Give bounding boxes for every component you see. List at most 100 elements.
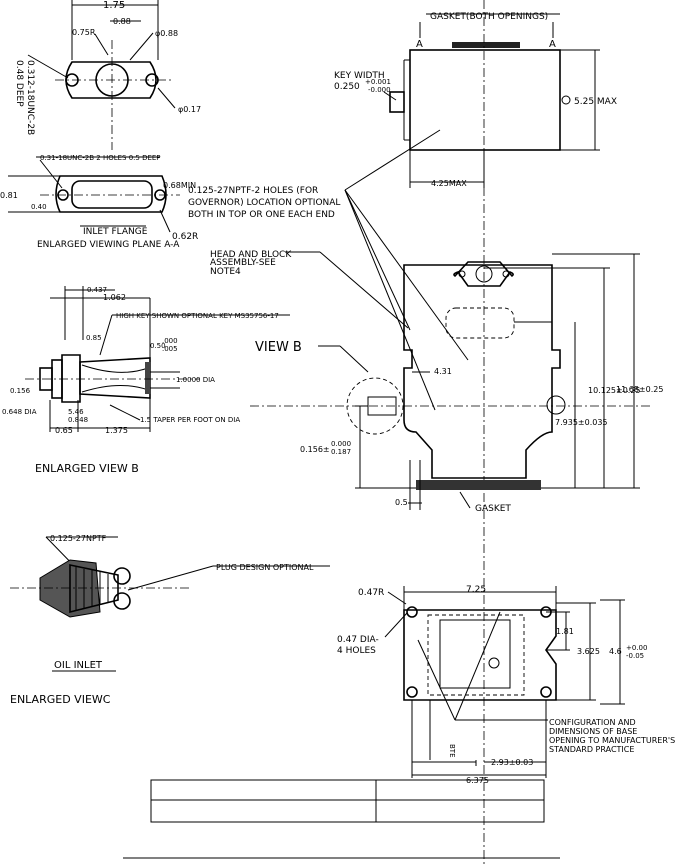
key-tol-minus: -0.000 bbox=[368, 86, 391, 94]
base-dim-bottom-left: BTE bbox=[448, 744, 456, 758]
viewing-plane-caption: ENLARGED VIEWING PLANE A-A bbox=[37, 240, 180, 250]
vb-dim-0648: 0.648 DIA bbox=[2, 408, 37, 416]
base-radius-dim: 0.47R bbox=[358, 588, 384, 598]
base-opening bbox=[439, 619, 511, 689]
hidden-opening bbox=[445, 307, 515, 339]
vb-taper bbox=[79, 357, 151, 399]
vc-plug-note: PLUG DESIGN OPTIONAL bbox=[216, 563, 314, 572]
nptf-note: 0.125-27NPTF-2 HOLES (FOR GOVERNOR) LOCA… bbox=[188, 129, 469, 411]
flange-thread-note-2: 0.48 DEEP bbox=[14, 60, 24, 107]
base-hole-note-1: 0.47 DIA- bbox=[337, 635, 379, 645]
inlet-radius-dim: 0.62R bbox=[172, 232, 198, 242]
config-note-4: STANDARD PRACTICE bbox=[549, 745, 634, 754]
base-width-dim: 7.25 bbox=[466, 585, 486, 595]
flange-top-view: 1.75 0.88 0.75R φ0.88 φ0.17 0.312-18UNC-… bbox=[14, 0, 201, 150]
base-dim-2930: 2.93±0.03 bbox=[491, 758, 533, 767]
flange-center-span: 0.88 bbox=[113, 17, 131, 26]
key-width-value: 0.250 bbox=[334, 82, 360, 92]
dim-7935: 7.935±0.035 bbox=[555, 418, 608, 427]
side-port bbox=[546, 395, 566, 415]
view-c-caption: ENLARGED VIEWC bbox=[10, 693, 111, 706]
dim-05: 0.5 bbox=[395, 498, 408, 507]
vb-tol-upper: .000 bbox=[162, 337, 178, 345]
inlet-min-note: 0.68MIN bbox=[163, 181, 196, 190]
base-hole-note-2: 4 HOLES bbox=[337, 646, 376, 656]
section-a-left: A bbox=[416, 39, 423, 50]
max-height-dim: 5.25 MAX bbox=[574, 97, 617, 107]
dim-431: 4.31 bbox=[434, 367, 452, 376]
dim-0156-lower: 0.187 bbox=[331, 448, 351, 456]
vb-dim-1062: 1.062 bbox=[103, 293, 126, 302]
vc-plug bbox=[69, 564, 119, 614]
main-front-view: 11.68±0.25 10.125±0.25 7.935±0.035 4.31 … bbox=[250, 253, 663, 514]
vc-thread-note: 0.125-27NPTF bbox=[50, 534, 107, 543]
section-a-right: A bbox=[549, 39, 556, 50]
vb-dim-065: 0.65 bbox=[55, 426, 73, 435]
inlet-small-dim: 0.40 bbox=[31, 203, 47, 211]
dim-1168: 11.68±0.25 bbox=[616, 385, 663, 394]
gasket-strip-top bbox=[452, 42, 520, 48]
side-body bbox=[409, 49, 561, 151]
nptf-note-line-2: GOVERNOR) LOCATION OPTIONAL bbox=[188, 198, 340, 208]
head-note-line-3: NOTE4 bbox=[210, 267, 241, 277]
vb-dim-0156: 0.156 bbox=[10, 387, 31, 395]
vb-shaft-dia: 1.0000 DIA bbox=[176, 376, 215, 384]
vb-hub bbox=[61, 354, 81, 403]
base-dim-3625: 3.625 bbox=[577, 647, 600, 656]
flange-bore-dim: φ0.88 bbox=[155, 29, 178, 38]
base-dim-46-upper: +0.00 bbox=[626, 644, 647, 652]
main-body-outline bbox=[403, 264, 561, 479]
head-note: HEAD AND BLOCK ASSEMBLY-SEE NOTE4 bbox=[210, 250, 409, 329]
gasket-label: GASKET bbox=[475, 504, 511, 514]
head-note-line-1: HEAD AND BLOCK bbox=[210, 250, 292, 260]
gasket-note: GASKET(BOTH OPENINGS) bbox=[430, 12, 548, 22]
base-dim-46: 4.6 bbox=[609, 647, 622, 656]
view-b-detail: 0.437 1.062 HIGH KEY SHOWN OPTIONAL KEY … bbox=[2, 286, 290, 475]
vb-key-note: HIGH KEY SHOWN OPTIONAL KEY MS35756-17 bbox=[116, 312, 279, 320]
base-dim-46-lower: -0.05 bbox=[626, 652, 644, 660]
config-note-2: DIMENSIONS OF BASE bbox=[549, 727, 637, 736]
view-b-callout: VIEW B bbox=[255, 340, 404, 435]
base-outline bbox=[403, 609, 557, 701]
inlet-flange-view: 0.31-18UNC-2B 2 HOLES 0.5 DEEP 0.68MIN 0… bbox=[0, 154, 198, 250]
nptf-note-line-1: 0.125-27NPTF-2 HOLES (FOR bbox=[188, 186, 318, 196]
nptf-note-line-3: BOTH IN TOP OR ONE EACH END bbox=[188, 210, 335, 220]
view-c-detail: 0.125-27NPTF PLUG DESIGN OPTIONAL OIL IN… bbox=[10, 534, 330, 706]
view-b-callout-label: VIEW B bbox=[255, 340, 302, 355]
base-hole-tl bbox=[406, 606, 418, 618]
base-bottom-view: 7.25 0.47R 0.47 DIA- 4 HOLES 1.81 3.625 … bbox=[337, 585, 675, 785]
vb-tol-lower: .005 bbox=[162, 345, 178, 353]
side-view-top: GASKET(BOTH OPENINGS) A A KEY WIDTH 0.25… bbox=[334, 0, 617, 864]
key-tol-plus: +0.001 bbox=[365, 78, 391, 86]
gasket-strip-main bbox=[416, 480, 541, 490]
vb-dim-085: 0.85 bbox=[86, 334, 102, 342]
vc-oil-inlet: OIL INLET bbox=[54, 660, 103, 671]
view-b-circle bbox=[346, 377, 404, 435]
head-note-line-2: ASSEMBLY-SEE bbox=[210, 258, 276, 268]
flange-radius-dim: 0.75R bbox=[72, 28, 96, 37]
dim-0156: 0.156± bbox=[300, 445, 330, 454]
side-shaft bbox=[389, 91, 405, 113]
dim-0156-upper: 0.000 bbox=[331, 440, 351, 448]
dim-10125: 10.125±0.25 bbox=[588, 386, 641, 395]
vb-dim-1375: 1.375 bbox=[105, 426, 128, 435]
vb-dim-546: 5.46 bbox=[68, 408, 84, 416]
base-hole-bl bbox=[406, 686, 418, 698]
inlet-left-dim: 0.81 bbox=[0, 191, 18, 200]
flange-hole-dim: φ0.17 bbox=[178, 105, 201, 114]
notes-table bbox=[150, 779, 545, 823]
config-note-1: CONFIGURATION AND bbox=[549, 718, 636, 727]
config-note-3: OPENING TO MANUFACTURER'S bbox=[549, 736, 675, 745]
base-hole-br bbox=[540, 686, 552, 698]
table-frame bbox=[150, 779, 545, 823]
inlet-flange-label: INLET FLANGE bbox=[83, 227, 148, 237]
inlet-flange-outline bbox=[55, 175, 167, 213]
vb-taper-note: 1.5 TAPER PER FOOT ON DIA bbox=[140, 416, 240, 424]
base-inner-dash bbox=[427, 614, 525, 696]
flange-outline bbox=[65, 61, 157, 99]
flange-thread-note-1: 0.312-18UNC-2B bbox=[25, 60, 35, 135]
key-width-label: KEY WIDTH bbox=[334, 71, 385, 81]
base-dim-181: 1.81 bbox=[556, 627, 574, 636]
